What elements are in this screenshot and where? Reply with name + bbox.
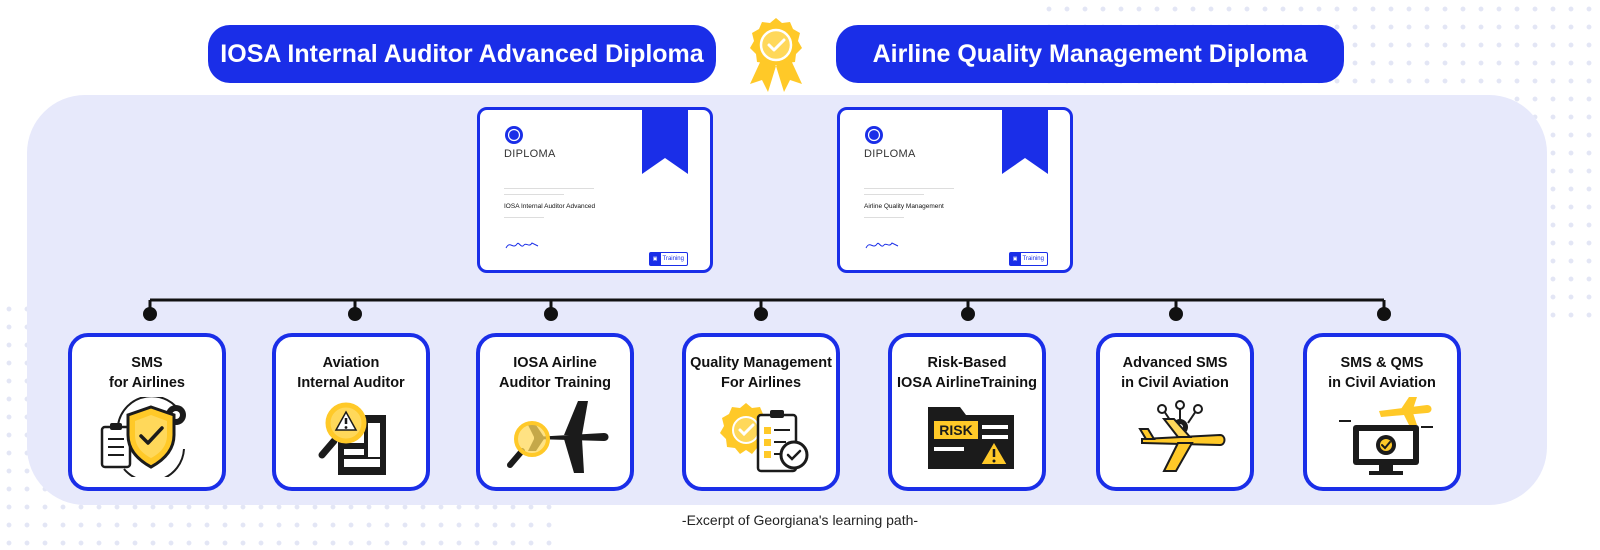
diploma-course-name: Airline Quality Management bbox=[864, 203, 944, 210]
svg-text:RISK: RISK bbox=[939, 422, 972, 438]
seal-icon bbox=[865, 126, 883, 144]
magnifier-warning-document-icon bbox=[318, 402, 386, 475]
diploma-title-quality: Airline Quality Management Diploma bbox=[836, 25, 1344, 83]
badge-checklist-icon bbox=[720, 403, 809, 473]
bookmark-ribbon-icon bbox=[642, 110, 688, 174]
course-card-sms-qms-in-civil-aviation[interactable]: SMS & QMS in Civil Aviation bbox=[1303, 333, 1461, 491]
bookmark-ribbon-icon bbox=[1002, 110, 1048, 174]
course-title: Aviation Internal Auditor bbox=[297, 355, 405, 391]
diploma-heading: DIPLOMA bbox=[504, 148, 556, 160]
divider bbox=[504, 217, 544, 218]
award-badge-icon bbox=[750, 18, 802, 92]
course-title: SMS for Airlines bbox=[108, 355, 185, 391]
course-card-iosa-airline-auditor-training[interactable]: IOSA Airline Auditor Training bbox=[476, 333, 634, 491]
caption: -Excerpt of Georgiana's learning path- bbox=[681, 512, 919, 528]
course-title: Risk-Based IOSA AirlineTraining bbox=[897, 355, 1037, 391]
airplane-network-icon bbox=[1138, 400, 1226, 472]
course-card-aviation-internal-auditor[interactable]: Aviation Internal Auditor bbox=[272, 333, 430, 491]
training-logo: ▣Training bbox=[648, 252, 688, 266]
training-logo-text: Training bbox=[1022, 256, 1044, 262]
shield-check-gear-icon bbox=[100, 397, 186, 477]
signature-icon bbox=[505, 242, 539, 249]
magnifier-airplane-icon bbox=[507, 401, 609, 473]
course-card-sms-for-airlines[interactable]: SMS for Airlines bbox=[68, 333, 226, 491]
training-logo: ▣Training bbox=[1008, 252, 1048, 266]
monitor-gear-airplane-icon bbox=[1339, 397, 1433, 475]
course-card-advanced-sms-in-civil-aviation[interactable]: Advanced SMS in Civil Aviation bbox=[1096, 333, 1254, 491]
diploma-certificate-quality: DIPLOMA Airline Quality Management ▣Trai… bbox=[837, 107, 1073, 273]
diploma-course-name: IOSA Internal Auditor Advanced bbox=[504, 203, 596, 210]
divider bbox=[864, 188, 954, 189]
course-title: Quality Management For Airlines bbox=[690, 355, 832, 391]
risk-folder-icon: RISK bbox=[928, 407, 1014, 469]
divider bbox=[504, 188, 594, 189]
divider bbox=[864, 194, 924, 195]
divider bbox=[864, 217, 904, 218]
course-title: Advanced SMS in Civil Aviation bbox=[1121, 355, 1229, 391]
signature-icon bbox=[865, 242, 899, 249]
course-title: IOSA Airline Auditor Training bbox=[499, 355, 611, 391]
course-title: SMS & QMS in Civil Aviation bbox=[1328, 355, 1436, 391]
seal-icon bbox=[505, 126, 523, 144]
logo-mark-icon: ▣ bbox=[1009, 253, 1021, 265]
diploma-certificate-iosa: DIPLOMA IOSA Internal Auditor Advanced ▣… bbox=[477, 107, 713, 273]
diploma-title-iosa: IOSA Internal Auditor Advanced Diploma bbox=[208, 25, 716, 83]
divider bbox=[504, 194, 564, 195]
course-card-risk-based-iosa-airline-training[interactable]: Risk-Based IOSA AirlineTraining RISK bbox=[888, 333, 1046, 491]
diploma-heading: DIPLOMA bbox=[864, 148, 916, 160]
training-logo-text: Training bbox=[662, 256, 684, 262]
logo-mark-icon: ▣ bbox=[649, 253, 661, 265]
course-card-quality-management-for-airlines[interactable]: Quality Management For Airlines bbox=[682, 333, 840, 491]
